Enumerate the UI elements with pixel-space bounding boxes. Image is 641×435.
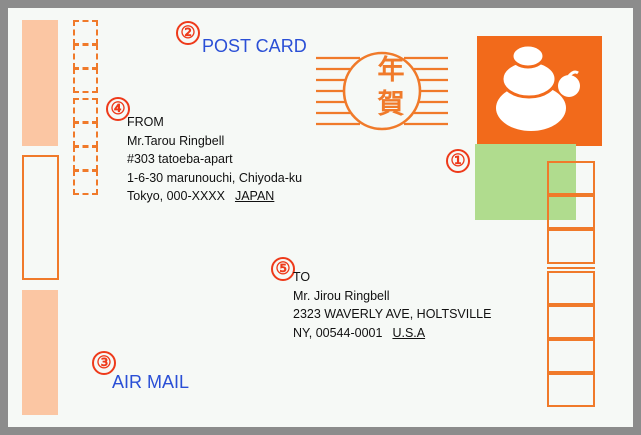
postmark-char-2: 賀 bbox=[377, 89, 405, 119]
air-mail-label: AIR MAIL bbox=[112, 372, 190, 392]
recipient-heading: TO bbox=[293, 270, 311, 284]
left-outline-box bbox=[22, 155, 59, 280]
left-peach-strip-bottom bbox=[22, 290, 58, 415]
marker-1: ① bbox=[446, 149, 470, 173]
sender-line-3: Tokyo, 000-XXXX bbox=[127, 189, 225, 203]
postmark-icon bbox=[316, 51, 448, 131]
postal-code-box bbox=[547, 161, 595, 195]
postal-code-box bbox=[547, 339, 595, 373]
recipient-line-1: 2323 WAVERLY AVE, HOLTSVILLE bbox=[293, 307, 492, 321]
marker-4: ④ bbox=[106, 97, 130, 121]
stamp-mochi-icon bbox=[477, 36, 602, 146]
post-card-label: POST CARD bbox=[202, 36, 307, 56]
dashed-code-box bbox=[73, 44, 98, 69]
postal-code-box bbox=[547, 195, 595, 229]
sender-heading: FROM bbox=[127, 115, 164, 129]
postal-code-divider bbox=[547, 267, 595, 269]
postal-code-box bbox=[547, 271, 595, 305]
dashed-code-box bbox=[73, 146, 98, 171]
left-peach-strip-top bbox=[22, 20, 58, 146]
dashed-code-box bbox=[73, 122, 98, 147]
sender-name: Mr.Tarou Ringbell bbox=[127, 133, 225, 148]
postal-code-box bbox=[547, 373, 595, 407]
sender-line-2: 1-6-30 marunouchi, Chiyoda-ku bbox=[127, 170, 303, 185]
recipient-line-2: NY, 00544-0001 bbox=[293, 325, 383, 340]
marker-2: ② bbox=[176, 21, 200, 45]
sender-address: FROM Mr.Tarou Ringbell #303 tatoeba-apar… bbox=[127, 113, 302, 206]
postmark-char-1: 年 bbox=[377, 55, 405, 85]
marker-3: ③ bbox=[92, 351, 116, 375]
recipient-country: U.S.A bbox=[392, 325, 426, 340]
dashed-code-box bbox=[73, 98, 98, 123]
sender-line-1: #303 tatoeba-apart bbox=[127, 152, 233, 166]
dashed-code-box bbox=[73, 68, 98, 93]
green-label-area bbox=[475, 144, 576, 220]
postal-code-box bbox=[547, 305, 595, 339]
postal-code-box bbox=[547, 229, 595, 264]
recipient-name: Mr. Jirou Ringbell bbox=[293, 288, 390, 303]
marker-5: ⑤ bbox=[271, 257, 295, 281]
dashed-code-box bbox=[73, 170, 98, 195]
recipient-address: TO Mr. Jirou Ringbell 2323 WAVERLY AVE, … bbox=[293, 268, 491, 342]
sender-country: JAPAN bbox=[234, 189, 275, 203]
dashed-code-box bbox=[73, 20, 98, 45]
